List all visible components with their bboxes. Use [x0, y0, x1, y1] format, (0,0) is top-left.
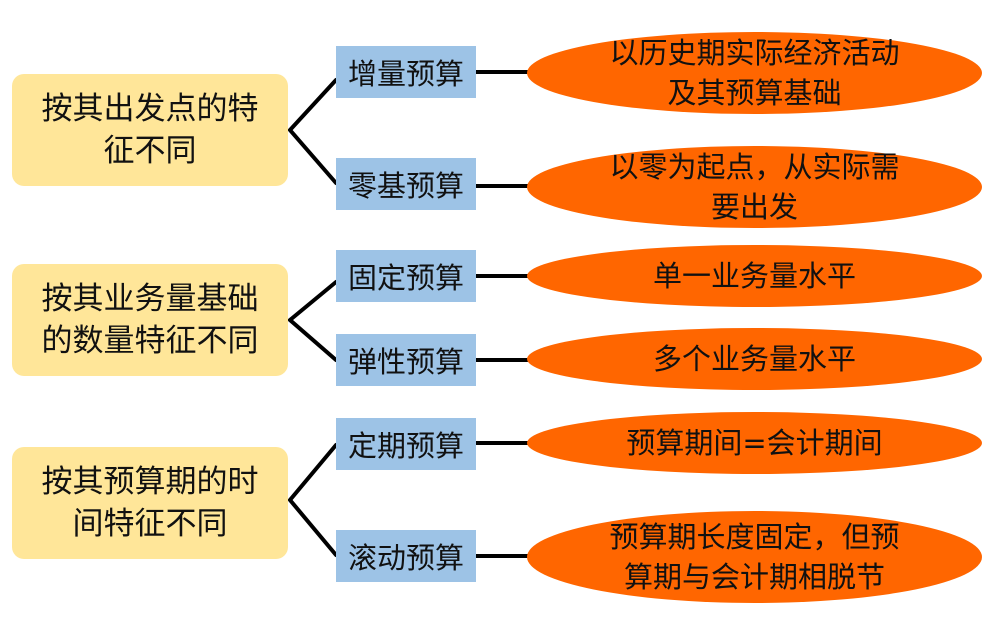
branch-line — [287, 78, 338, 185]
description-ellipse-periodic: 预算期间=会计期间 — [527, 412, 982, 474]
budget-label: 零基预算 — [347, 169, 464, 203]
description-ellipse-zero-based: 以零为起点，从实际需要出发 — [527, 146, 982, 228]
budget-box-incremental: 增量预算 — [336, 46, 476, 98]
branch-line — [287, 443, 338, 557]
budget-label: 弹性预算 — [347, 345, 464, 379]
budget-label: 定期预算 — [347, 429, 464, 463]
description-ellipse-rolling: 预算期长度固定，但预算期与会计期相脱节 — [527, 511, 982, 603]
budget-label: 固定预算 — [347, 261, 464, 295]
budget-box-fixed: 固定预算 — [336, 250, 476, 302]
category-label: 按其出发点的特征不同 — [41, 91, 259, 169]
description-text: 单一业务量水平 — [652, 259, 856, 293]
category-label: 按其业务量基础的数量特征不同 — [41, 281, 259, 359]
description-ellipse-fixed: 单一业务量水平 — [527, 245, 982, 307]
category-label: 按其预算期的时间特征不同 — [41, 464, 259, 542]
description-text: 预算期长度固定，但预算期与会计期相脱节 — [609, 520, 900, 594]
budget-box-flexible: 弹性预算 — [336, 334, 476, 386]
budget-label: 增量预算 — [347, 57, 464, 91]
budget-box-periodic: 定期预算 — [336, 418, 476, 470]
category-box-period: 按其预算期的时间特征不同 — [12, 447, 288, 559]
description-text: 多个业务量水平 — [652, 342, 856, 376]
description-ellipse-incremental: 以历史期实际经济活动及其预算基础 — [527, 32, 982, 114]
description-ellipse-flexible: 多个业务量水平 — [527, 328, 982, 390]
category-box-origin: 按其出发点的特征不同 — [12, 74, 288, 186]
description-text: 预算期间=会计期间 — [626, 426, 883, 460]
category-box-volume: 按其业务量基础的数量特征不同 — [12, 264, 288, 376]
description-text: 以历史期实际经济活动及其预算基础 — [609, 36, 900, 110]
description-text: 以零为起点，从实际需要出发 — [609, 150, 900, 224]
budget-box-zero-based: 零基预算 — [336, 158, 476, 210]
budget-label: 滚动预算 — [347, 541, 464, 575]
branch-line — [286, 280, 338, 362]
budget-box-rolling: 滚动预算 — [336, 530, 476, 582]
